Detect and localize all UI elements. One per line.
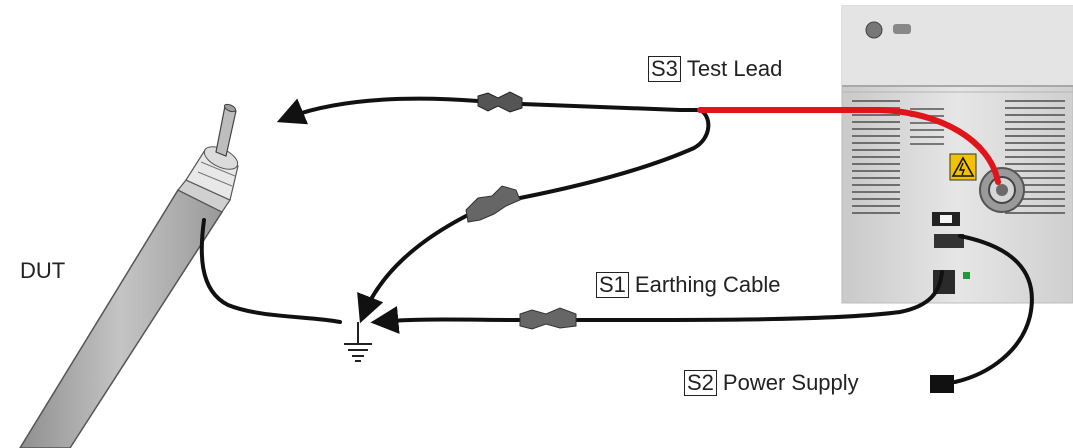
red-test-lead — [697, 107, 1001, 185]
warning-triangle-icon — [949, 153, 977, 181]
dut-cable — [19, 103, 239, 448]
power-switch — [932, 212, 960, 226]
test-device-panel — [841, 5, 1073, 304]
power-supply-text: Power Supply — [722, 370, 859, 395]
clip-icon — [465, 185, 521, 223]
vent-right — [1005, 100, 1065, 214]
power-inlet — [934, 234, 964, 248]
clip-icon — [519, 307, 577, 330]
ground-symbol-icon — [344, 322, 372, 362]
test-lead-code: S3 — [648, 56, 681, 82]
clip-icon — [477, 91, 523, 113]
plug-icon — [930, 375, 954, 393]
power-supply-code: S2 — [684, 370, 717, 396]
black-cables — [199, 96, 1034, 384]
dut-label-text: DUT — [20, 258, 66, 283]
dut-label: DUT — [20, 258, 65, 284]
test-lead-text: Test Lead — [686, 56, 783, 81]
hv-output-socket — [979, 167, 1025, 213]
status-led — [963, 272, 970, 279]
earthing-cable-text: Earthing Cable — [634, 272, 781, 297]
earthing-cable-code: S1 — [596, 272, 629, 298]
